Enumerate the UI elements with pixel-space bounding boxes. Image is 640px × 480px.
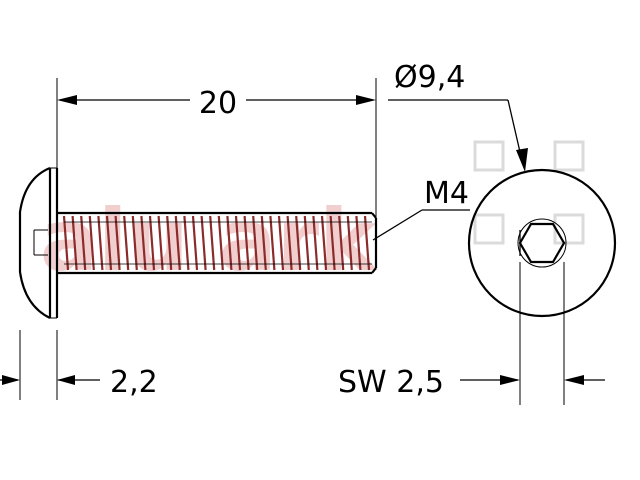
- thread-crest: [88, 215, 95, 271]
- thread-crest: [157, 215, 164, 271]
- thread-crest: [226, 215, 233, 271]
- thread-crest: [123, 215, 130, 271]
- thread-crest: [148, 215, 156, 271]
- thread-crest: [131, 215, 138, 271]
- thread-crest: [200, 215, 207, 271]
- thread-crest: [71, 215, 78, 271]
- thread-crest: [217, 215, 224, 271]
- thread-crest: [295, 215, 302, 271]
- watermark: alu ark: [40, 140, 585, 291]
- thread-crest: [80, 215, 87, 271]
- screw-end-view: [467, 168, 617, 318]
- thread-crest: [363, 215, 371, 271]
- socket-dimension: SW 2,5: [338, 262, 605, 405]
- diameter-label: Ø9,4: [394, 60, 465, 95]
- thread-crest: [191, 215, 199, 271]
- thread-crest: [277, 215, 285, 271]
- thread-crest: [260, 215, 267, 271]
- thread-callout: M4: [372, 176, 470, 241]
- thread-crest: [355, 215, 362, 271]
- thread-crest: [174, 215, 181, 271]
- thread-crest: [97, 215, 104, 271]
- head-height-label: 2,2: [110, 365, 158, 400]
- thread-crest: [209, 215, 216, 271]
- hex-socket: [518, 222, 566, 264]
- thread-crest: [62, 215, 70, 271]
- thread-crest: [243, 215, 250, 271]
- thread-crest: [105, 215, 113, 271]
- socket-label: SW 2,5: [338, 365, 444, 400]
- thread-pattern: [62, 215, 372, 271]
- svg-text:alu ark: alu ark: [40, 191, 378, 291]
- thread-crest: [346, 215, 353, 271]
- thread-crest: [329, 215, 336, 271]
- diameter-callout: Ø9,4: [388, 60, 528, 172]
- length-dimension: 20: [56, 78, 377, 218]
- thread-crest: [183, 215, 190, 271]
- thread-crest: [269, 215, 276, 271]
- thread-crest: [166, 215, 173, 271]
- screw-side-view: [18, 166, 378, 319]
- thread-crest: [338, 215, 345, 271]
- thread-crest: [303, 215, 310, 271]
- thread-crest: [286, 215, 293, 271]
- thread-crest: [234, 215, 242, 271]
- thread-crest: [114, 215, 121, 271]
- thread-crest: [140, 215, 147, 271]
- screw-head: [18, 166, 52, 319]
- watermark-logo: [473, 140, 585, 245]
- length-label: 20: [199, 86, 237, 121]
- thread-crest: [320, 215, 328, 271]
- thread-crest: [312, 215, 319, 271]
- thread-crest: [252, 215, 259, 271]
- head-circle: [467, 168, 617, 318]
- head-height-dimension: 2,2: [0, 330, 158, 400]
- thread-label: M4: [424, 176, 469, 211]
